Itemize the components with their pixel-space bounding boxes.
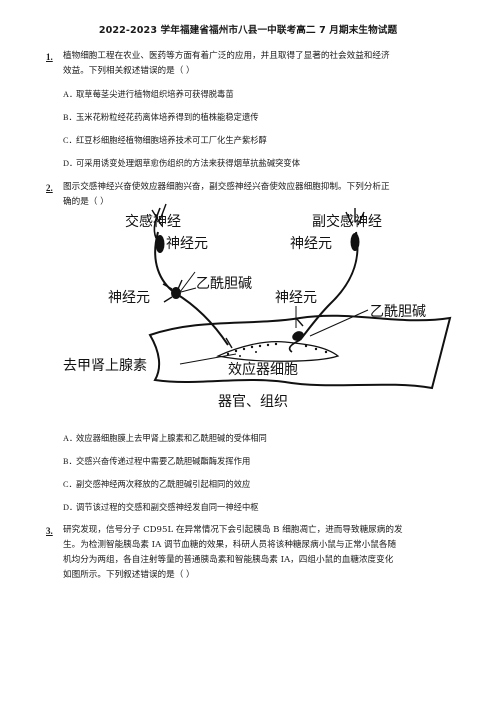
label-effector-cell: 效应器细胞 <box>228 361 298 378</box>
effector-cell <box>216 341 340 362</box>
question-number: 2. <box>46 183 53 193</box>
option-a[interactable]: A．效应器细胞膜上去甲肾上腺素和乙酰胆碱的受体相同 <box>63 433 267 443</box>
parasympathetic-neuron-soma <box>350 233 360 251</box>
option-d[interactable]: D．可采用诱变处理烟草愈伤组织的方法来获得烟草抗盐碱突变体 <box>63 158 301 168</box>
question-number: 3. <box>46 526 53 536</box>
stem-line: 效益。下列相关叙述错误的是（ ） <box>63 66 195 76</box>
option-c[interactable]: C．红豆杉细胞经植物细胞培养技术可工厂化生产紫杉醇 <box>63 135 267 145</box>
page-title: 2022-2023 学年福建省福州市八县一中联考高二 7 月期末生物试题 <box>98 25 398 36</box>
stem-line: 确的是（ ） <box>63 197 109 207</box>
question-stem: 植物细胞工程在农业、医药等方面有着广泛的应用，并且取得了显著的社会效益和经济 效… <box>63 49 463 79</box>
neurotransmitter-dots <box>226 342 328 357</box>
parasympathetic-axon <box>299 231 359 341</box>
stem-line: 生。为检测智能胰岛素 IA 调节血糖的效果，科研人员将该种糖尿病小鼠与正常小鼠各… <box>63 540 397 550</box>
label-parasympathetic-nerve: 副交感神经 <box>312 213 382 230</box>
stem-line: 图示交感神经兴奋使效应器细胞兴奋，副交感神经兴奋使效应器细胞抑制。下列分析正 <box>63 182 390 192</box>
parasympathetic-terminal <box>292 331 304 341</box>
label-ach-right: 乙酰胆碱 <box>370 304 426 320</box>
question-stem: 研究发现，信号分子 CD95L 在异常情况下会引起胰岛 B 细胞凋亡，进而导致糖… <box>63 523 463 583</box>
question-stem: 图示交感神经兴奋使效应器细胞兴奋，副交感神经兴奋使效应器细胞抑制。下列分析正 确… <box>63 180 463 210</box>
stem-line: 机均分为两组，各自注射等量的普通胰岛素和智能胰岛素 IA，四组小鼠的血糖浓度变化 <box>63 555 394 565</box>
label-sympathetic-nerve: 交感神经 <box>125 213 181 230</box>
option-b[interactable]: B．玉米花粉粒经花药离体培养得到的植株能稳定遗传 <box>63 112 259 122</box>
option-d[interactable]: D．调节该过程的交感和副交感神经发自同一神经中枢 <box>63 502 259 512</box>
option-b[interactable]: B．交感兴奋传递过程中需要乙酰胆碱酯酶发挥作用 <box>63 456 251 466</box>
label-neuron-top-right: 神经元 <box>290 236 332 252</box>
question-number: 1. <box>46 52 53 62</box>
organ-outline <box>148 314 452 390</box>
label-ach-left: 乙酰胆碱 <box>196 276 252 292</box>
label-organ-tissue: 器官、组织 <box>218 394 288 410</box>
label-neuron-mid-right: 神经元 <box>275 290 317 306</box>
option-c[interactable]: C．副交感神经两次释放的乙酰胆碱引起相同的效应 <box>63 479 251 489</box>
label-neuron-top-left: 神经元 <box>166 236 208 252</box>
stem-line: 研究发现，信号分子 CD95L 在异常情况下会引起胰岛 B 细胞凋亡，进而导致糖… <box>63 525 403 535</box>
option-a[interactable]: A．取草莓茎尖进行植物组织培养可获得脱毒苗 <box>63 89 234 99</box>
label-norepinephrine: 去甲肾上腺素 <box>63 358 147 374</box>
sympathetic-ganglion-soma <box>171 287 181 299</box>
stem-line: 植物细胞工程在农业、医药等方面有着广泛的应用，并且取得了显著的社会效益和经济 <box>63 51 390 61</box>
sympathetic-neuron-soma <box>155 235 165 253</box>
label-neuron-mid-left: 神经元 <box>108 290 150 306</box>
stem-line: 如图所示。下列叙述错误的是（ ） <box>63 570 195 580</box>
